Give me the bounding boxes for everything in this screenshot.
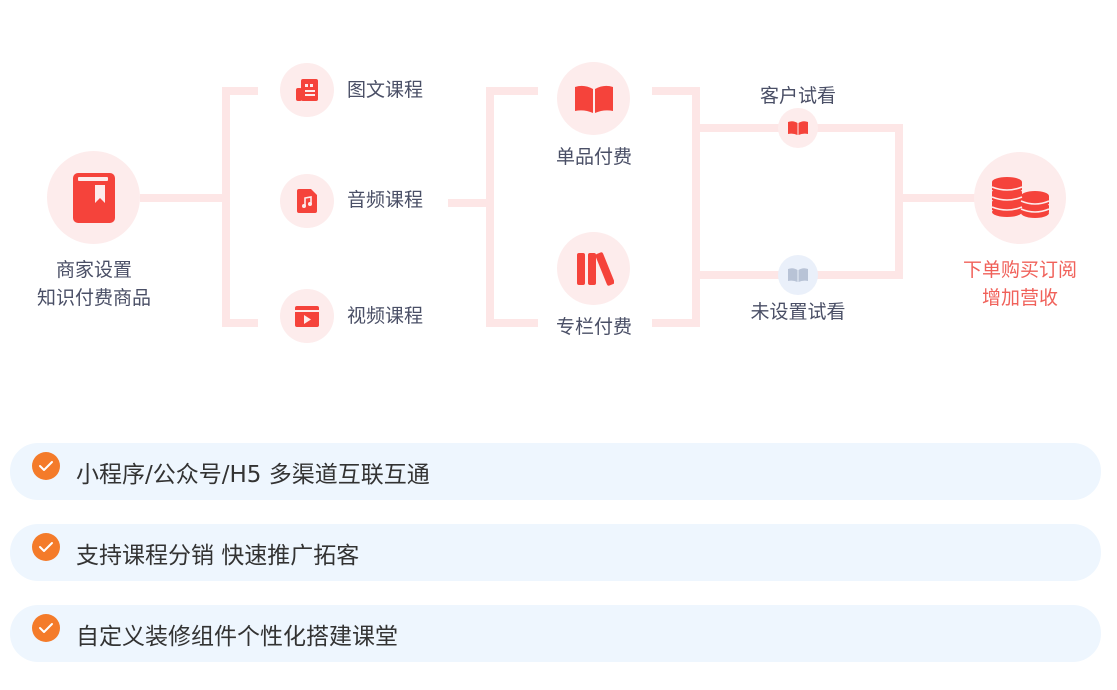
course-type-video-circle xyxy=(280,289,334,343)
payment-single-circle xyxy=(557,62,630,135)
bracket-courses-bottom-arm xyxy=(222,319,258,327)
trial-active-label: 客户试看 xyxy=(759,85,836,107)
connector-source-to-courses xyxy=(140,194,230,202)
source-node-label: 商家设置 知识付费商品 xyxy=(14,256,174,312)
feature-item: 自定义装修组件个性化搭建课堂 xyxy=(10,605,1101,662)
check-circle-icon xyxy=(32,451,60,480)
check-circle-icon xyxy=(32,613,60,642)
bracket-trial-vertical xyxy=(895,124,903,279)
feature-text: 小程序/公众号/H5 多渠道互联互通 xyxy=(76,461,430,488)
bracket-payment-right-top-arm xyxy=(652,87,700,95)
audio-file-icon xyxy=(297,189,317,213)
result-node-label: 下单购买订阅 增加营收 xyxy=(935,256,1105,312)
bracket-payment-left-top-arm xyxy=(486,87,538,95)
source-line2: 知识付费商品 xyxy=(36,287,151,309)
open-book-icon xyxy=(788,121,808,135)
trial-active-circle xyxy=(778,108,818,148)
result-line2: 增加营收 xyxy=(981,287,1058,309)
open-book-grey-icon xyxy=(788,268,808,282)
video-icon xyxy=(295,306,319,327)
course-type-article-circle xyxy=(280,63,334,117)
knowledge-payment-flow-diagram: 商家设置 知识付费商品 图文课程 音频课程 视频课程 xyxy=(14,62,1105,343)
course-type-audio-label: 音频课程 xyxy=(347,189,424,211)
course-type-audio-circle xyxy=(280,174,334,228)
connector-trial-to-result xyxy=(903,194,978,202)
course-type-video-label: 视频课程 xyxy=(347,305,424,327)
payment-single-label: 单品付费 xyxy=(555,146,632,168)
bracket-payment-left-vertical xyxy=(486,87,494,327)
article-icon xyxy=(296,79,318,101)
source-node-circle xyxy=(47,151,140,244)
books-icon xyxy=(576,251,614,286)
open-book-icon xyxy=(574,85,613,113)
result-node-circle xyxy=(974,152,1066,244)
feature-list: 小程序/公众号/H5 多渠道互联互通 支持课程分销 快速推广拓客 自定义装修组件… xyxy=(10,443,1101,686)
payment-column-label: 专栏付费 xyxy=(555,316,632,338)
feature-text: 自定义装修组件个性化搭建课堂 xyxy=(76,623,398,650)
trial-inactive-circle xyxy=(778,255,818,295)
course-type-article-label: 图文课程 xyxy=(347,79,424,101)
source-line1: 商家设置 xyxy=(55,259,132,281)
feature-item: 支持课程分销 快速推广拓客 xyxy=(10,524,1101,581)
payment-column-circle xyxy=(557,232,630,305)
coins-stack-icon xyxy=(991,177,1050,218)
check-circle-icon xyxy=(32,532,60,561)
result-line1: 下单购买订阅 xyxy=(962,259,1077,281)
trial-inactive-label: 未设置试看 xyxy=(750,301,846,323)
bracket-courses-vertical xyxy=(222,87,230,327)
bracket-payment-right-bottom-arm xyxy=(652,319,700,327)
feature-text: 支持课程分销 快速推广拓客 xyxy=(76,542,360,569)
bracket-courses-top-arm xyxy=(222,87,258,95)
bracket-payment-left-bottom-arm xyxy=(486,319,538,327)
bracket-payment-right-vertical xyxy=(692,87,700,327)
feature-item: 小程序/公众号/H5 多渠道互联互通 xyxy=(10,443,1101,500)
bookmark-book-icon xyxy=(72,172,115,223)
connector-courses-to-payment xyxy=(448,199,492,207)
